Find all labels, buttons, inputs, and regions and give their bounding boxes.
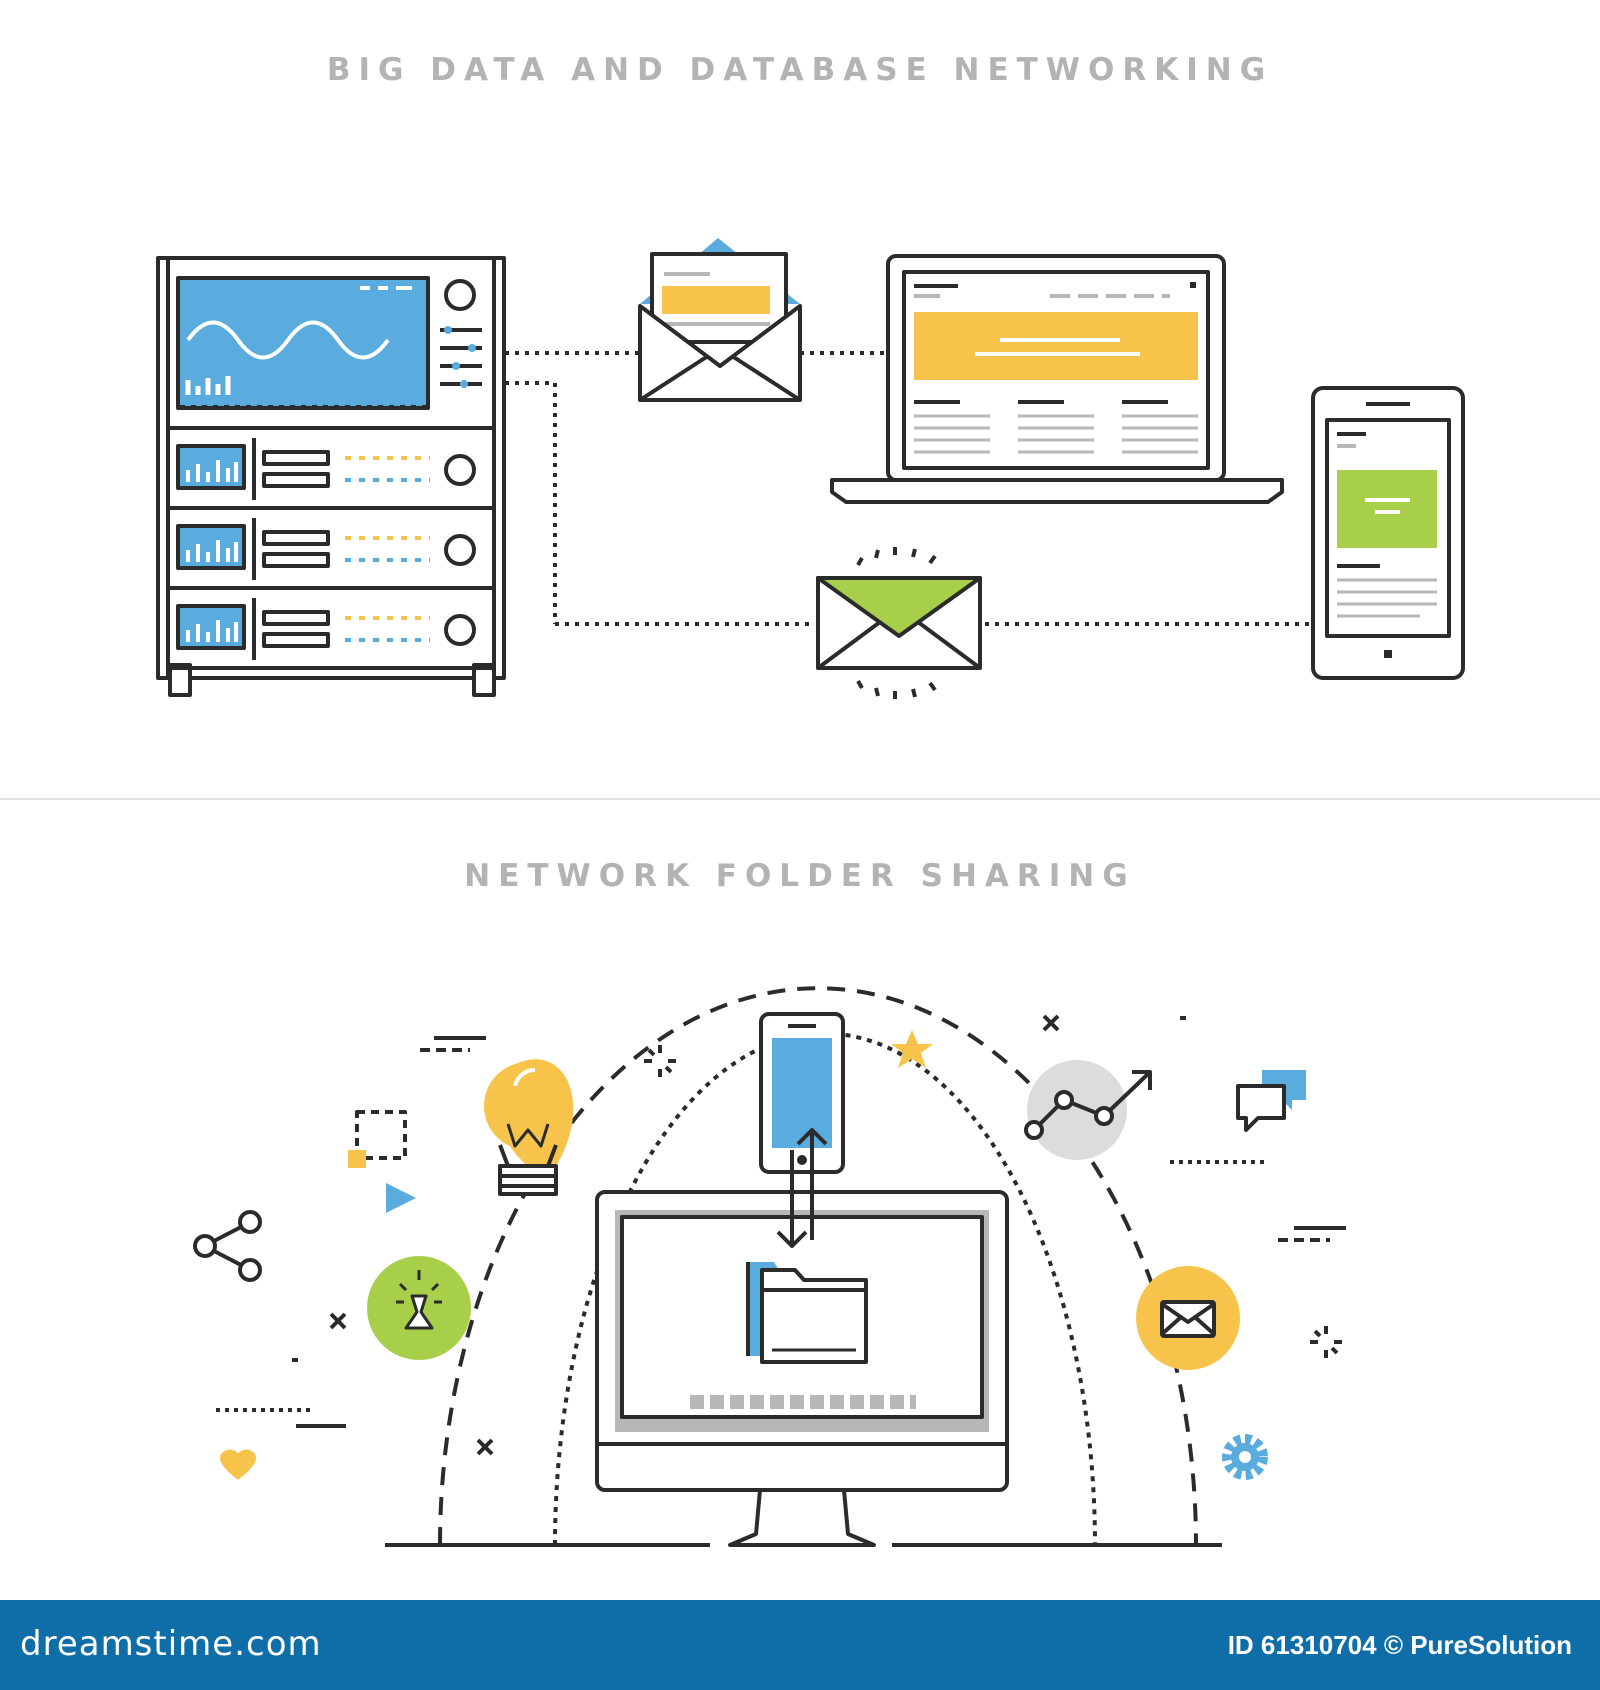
monitor-icon — [595, 1190, 1009, 1547]
lightbulb-icon — [484, 1059, 574, 1196]
footer-credit: ID 61310704 © PureSolution — [1227, 1630, 1572, 1660]
gear-icon — [1222, 1434, 1268, 1480]
top-heading: BIG DATA AND DATABASE NETWORKING — [326, 52, 1274, 88]
footer-site: dreamstime.com — [20, 1624, 322, 1664]
transfer-arrows-icon — [776, 1128, 828, 1248]
heart-icon — [220, 1449, 256, 1480]
smartphone-icon — [1311, 386, 1465, 680]
decor-dashes — [216, 1016, 1346, 1428]
smartphone-icon — [759, 1012, 845, 1174]
open-envelope-icon — [638, 238, 802, 402]
chart-line-icon — [1024, 1060, 1152, 1160]
star-icon — [891, 1030, 933, 1068]
bottom-heading: NETWORK FOLDER SHARING — [464, 858, 1136, 894]
server-rack-icon — [156, 256, 506, 697]
decor-sparkles — [644, 1045, 1342, 1358]
network-connections — [505, 351, 1312, 626]
target-cursor-icon — [367, 1256, 471, 1360]
illustration — [156, 238, 1465, 1547]
folder-icon — [746, 1262, 868, 1364]
dashed-square — [355, 1110, 407, 1160]
server-unit — [176, 438, 476, 500]
decor-crosses — [329, 1014, 1060, 1456]
server-unit — [176, 518, 476, 580]
play-icon — [386, 1183, 416, 1213]
laptop-icon — [830, 254, 1284, 504]
section-divider — [0, 798, 1600, 800]
server-unit — [176, 598, 476, 660]
outer-arc — [438, 986, 1198, 1546]
envelope-icon — [816, 547, 982, 699]
chat-bubbles-icon — [1236, 1070, 1306, 1132]
share-icon — [193, 1210, 262, 1282]
mail-badge-icon — [1136, 1266, 1240, 1370]
footer-bar: dreamstime.com ID 61310704 © PureSolutio… — [0, 1600, 1600, 1690]
